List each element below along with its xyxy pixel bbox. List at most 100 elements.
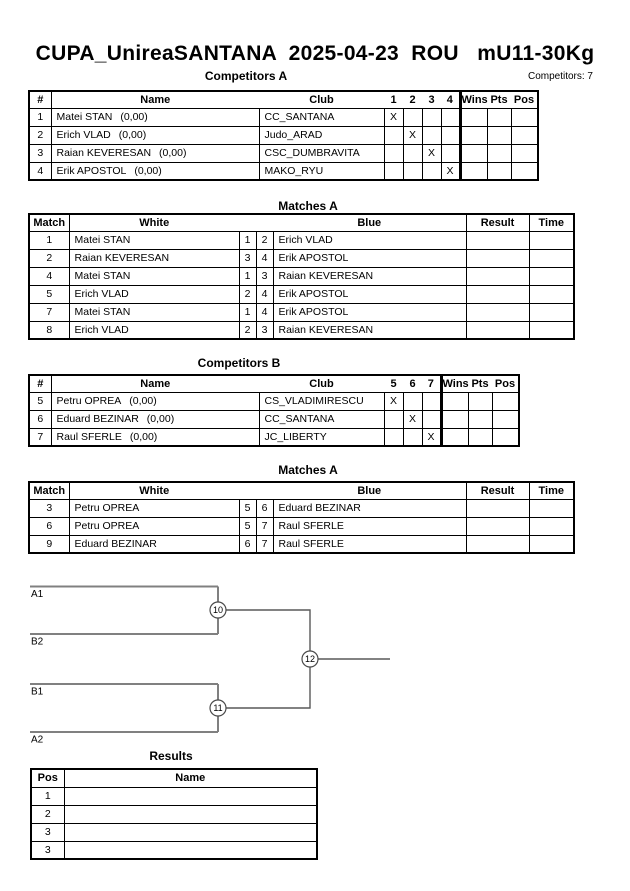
time-cell (528, 516, 575, 536)
match-num-cell: 9 (28, 534, 70, 554)
pos-cell (510, 143, 539, 163)
num-cell: 2 (28, 125, 52, 145)
col-header-7: 7 (422, 375, 441, 393)
white-seed-cell: 1 (238, 266, 257, 286)
table-row: 1 (30, 786, 318, 806)
white-seed-cell: 5 (238, 516, 257, 536)
num-cell: 3 (28, 143, 52, 163)
table-row: 4 Matei STAN 1 3 Raian KEVERESAN (28, 266, 575, 286)
matches-a-table: Match White Blue Result Time 1 Matei STA… (28, 213, 575, 340)
time-cell (528, 284, 575, 304)
pts-cell (486, 125, 512, 145)
table-row: 6 Eduard BEZINAR(0,00) CC_SANTANA X (28, 409, 520, 429)
pos-cell (510, 125, 539, 145)
table-row: 3 (30, 822, 318, 842)
num-cell: 1 (28, 107, 52, 127)
white-seed-cell: 1 (238, 302, 257, 322)
rating: (0,00) (159, 147, 187, 159)
wins-cell (458, 143, 488, 163)
blue-name-cell: Erik APOSTOL (272, 248, 467, 268)
white-name-cell: Matei STAN (68, 230, 240, 250)
blue-name-cell: Erik APOSTOL (272, 284, 467, 304)
pos-cell: 1 (30, 786, 65, 806)
table-row: 3 (30, 840, 318, 860)
table-row: 3 Petru OPREA 5 6 Eduard BEZINAR (28, 498, 575, 518)
name-cell: Raian KEVERESAN(0,00) (50, 143, 260, 163)
match-num-cell: 8 (28, 320, 70, 340)
col-header-blue: Blue (273, 482, 466, 500)
wins-cell (458, 107, 488, 127)
blue-seed-cell: 4 (255, 284, 274, 304)
pts-cell (467, 391, 493, 411)
col-header-match: Match (29, 214, 70, 232)
result-cell (465, 498, 530, 518)
bracket-match-10-number: 10 (213, 605, 223, 615)
mark-cell (421, 409, 442, 429)
white-seed-cell: 3 (238, 248, 257, 268)
mark-cell (421, 161, 442, 181)
table-header-row: # Name Club 1 2 3 4 Wins Pts Pos (29, 91, 538, 109)
section-title-results: Results (149, 749, 193, 763)
col-header-pos: Pos (511, 91, 538, 109)
blue-seed-cell: 4 (255, 302, 274, 322)
result-cell (465, 516, 530, 536)
result-cell (465, 534, 530, 554)
spacer (239, 482, 256, 500)
table-header-row: # Name Club 5 6 7 Wins Pts Pos (29, 375, 519, 393)
bracket-seed-label-b2: B2 (31, 637, 44, 648)
col-header-club: Club (259, 375, 384, 393)
mark-cell (402, 427, 423, 447)
result-cell (465, 302, 530, 322)
table-row: 8 Erich VLAD 2 3 Raian KEVERESAN (28, 320, 575, 340)
result-cell (465, 230, 530, 250)
table-header-row: Pos Name (31, 769, 317, 788)
club-cell: MAKO_RYU (258, 161, 385, 181)
mark-cell (383, 125, 404, 145)
col-header-pos: Pos (31, 769, 65, 788)
pts-cell (467, 427, 493, 447)
time-cell (528, 498, 575, 518)
col-header-pts: Pts (468, 375, 492, 393)
bracket-match-10-circle (209, 601, 227, 619)
wins-cell (458, 161, 488, 181)
white-name-cell: Petru OPREA (68, 498, 240, 518)
mark-cell (383, 409, 404, 429)
table-row: 2 Raian KEVERESAN 3 4 Erik APOSTOL (28, 248, 575, 268)
table-header-row: Match White Blue Result Time (29, 482, 574, 500)
mark-cell: X (402, 409, 423, 429)
section-title-competitors-b: Competitors B (197, 356, 281, 370)
mark-cell (402, 143, 423, 163)
col-header-4: 4 (441, 91, 460, 109)
matches-b-table: Match White Blue Result Time 3 Petru OPR… (28, 481, 575, 554)
white-name-cell: Matei STAN (68, 266, 240, 286)
name-cell: Erich VLAD(0,00) (50, 125, 260, 145)
match-num-cell: 2 (28, 248, 70, 268)
wins-cell (439, 427, 469, 447)
page-title: CUPA_UnireaSANTANA 2025-04-23 ROU mU11-3… (35, 42, 595, 65)
results-table: Pos Name 1 2 3 3 (30, 768, 318, 860)
name-cell: Eduard BEZINAR(0,00) (50, 409, 260, 429)
time-cell (528, 248, 575, 268)
mark-cell (402, 391, 423, 411)
col-header-name: Name (51, 91, 259, 109)
section-title-matches-b: Matches A (278, 463, 338, 477)
col-header-name: Name (51, 375, 259, 393)
name-cell: Petru OPREA(0,00) (50, 391, 260, 411)
col-header-club: Club (259, 91, 384, 109)
rating: (0,00) (120, 111, 148, 123)
result-cell (465, 248, 530, 268)
blue-seed-cell: 6 (255, 498, 274, 518)
white-seed-cell: 6 (238, 534, 257, 554)
pos-cell (491, 409, 520, 429)
club-cell: CC_SANTANA (258, 409, 385, 429)
bracket-seed-label-a1: A1 (31, 589, 44, 600)
club-cell: CS_VLADIMIRESCU (258, 391, 385, 411)
blue-name-cell: Erik APOSTOL (272, 302, 467, 322)
rating: (0,00) (118, 129, 147, 141)
spacer (256, 214, 273, 232)
col-header-white: White (69, 214, 239, 232)
bracket-match-11-number: 11 (213, 703, 222, 713)
pos-cell: 3 (30, 822, 65, 842)
bracket-match-12-circle (301, 650, 319, 668)
mark-cell (421, 391, 442, 411)
